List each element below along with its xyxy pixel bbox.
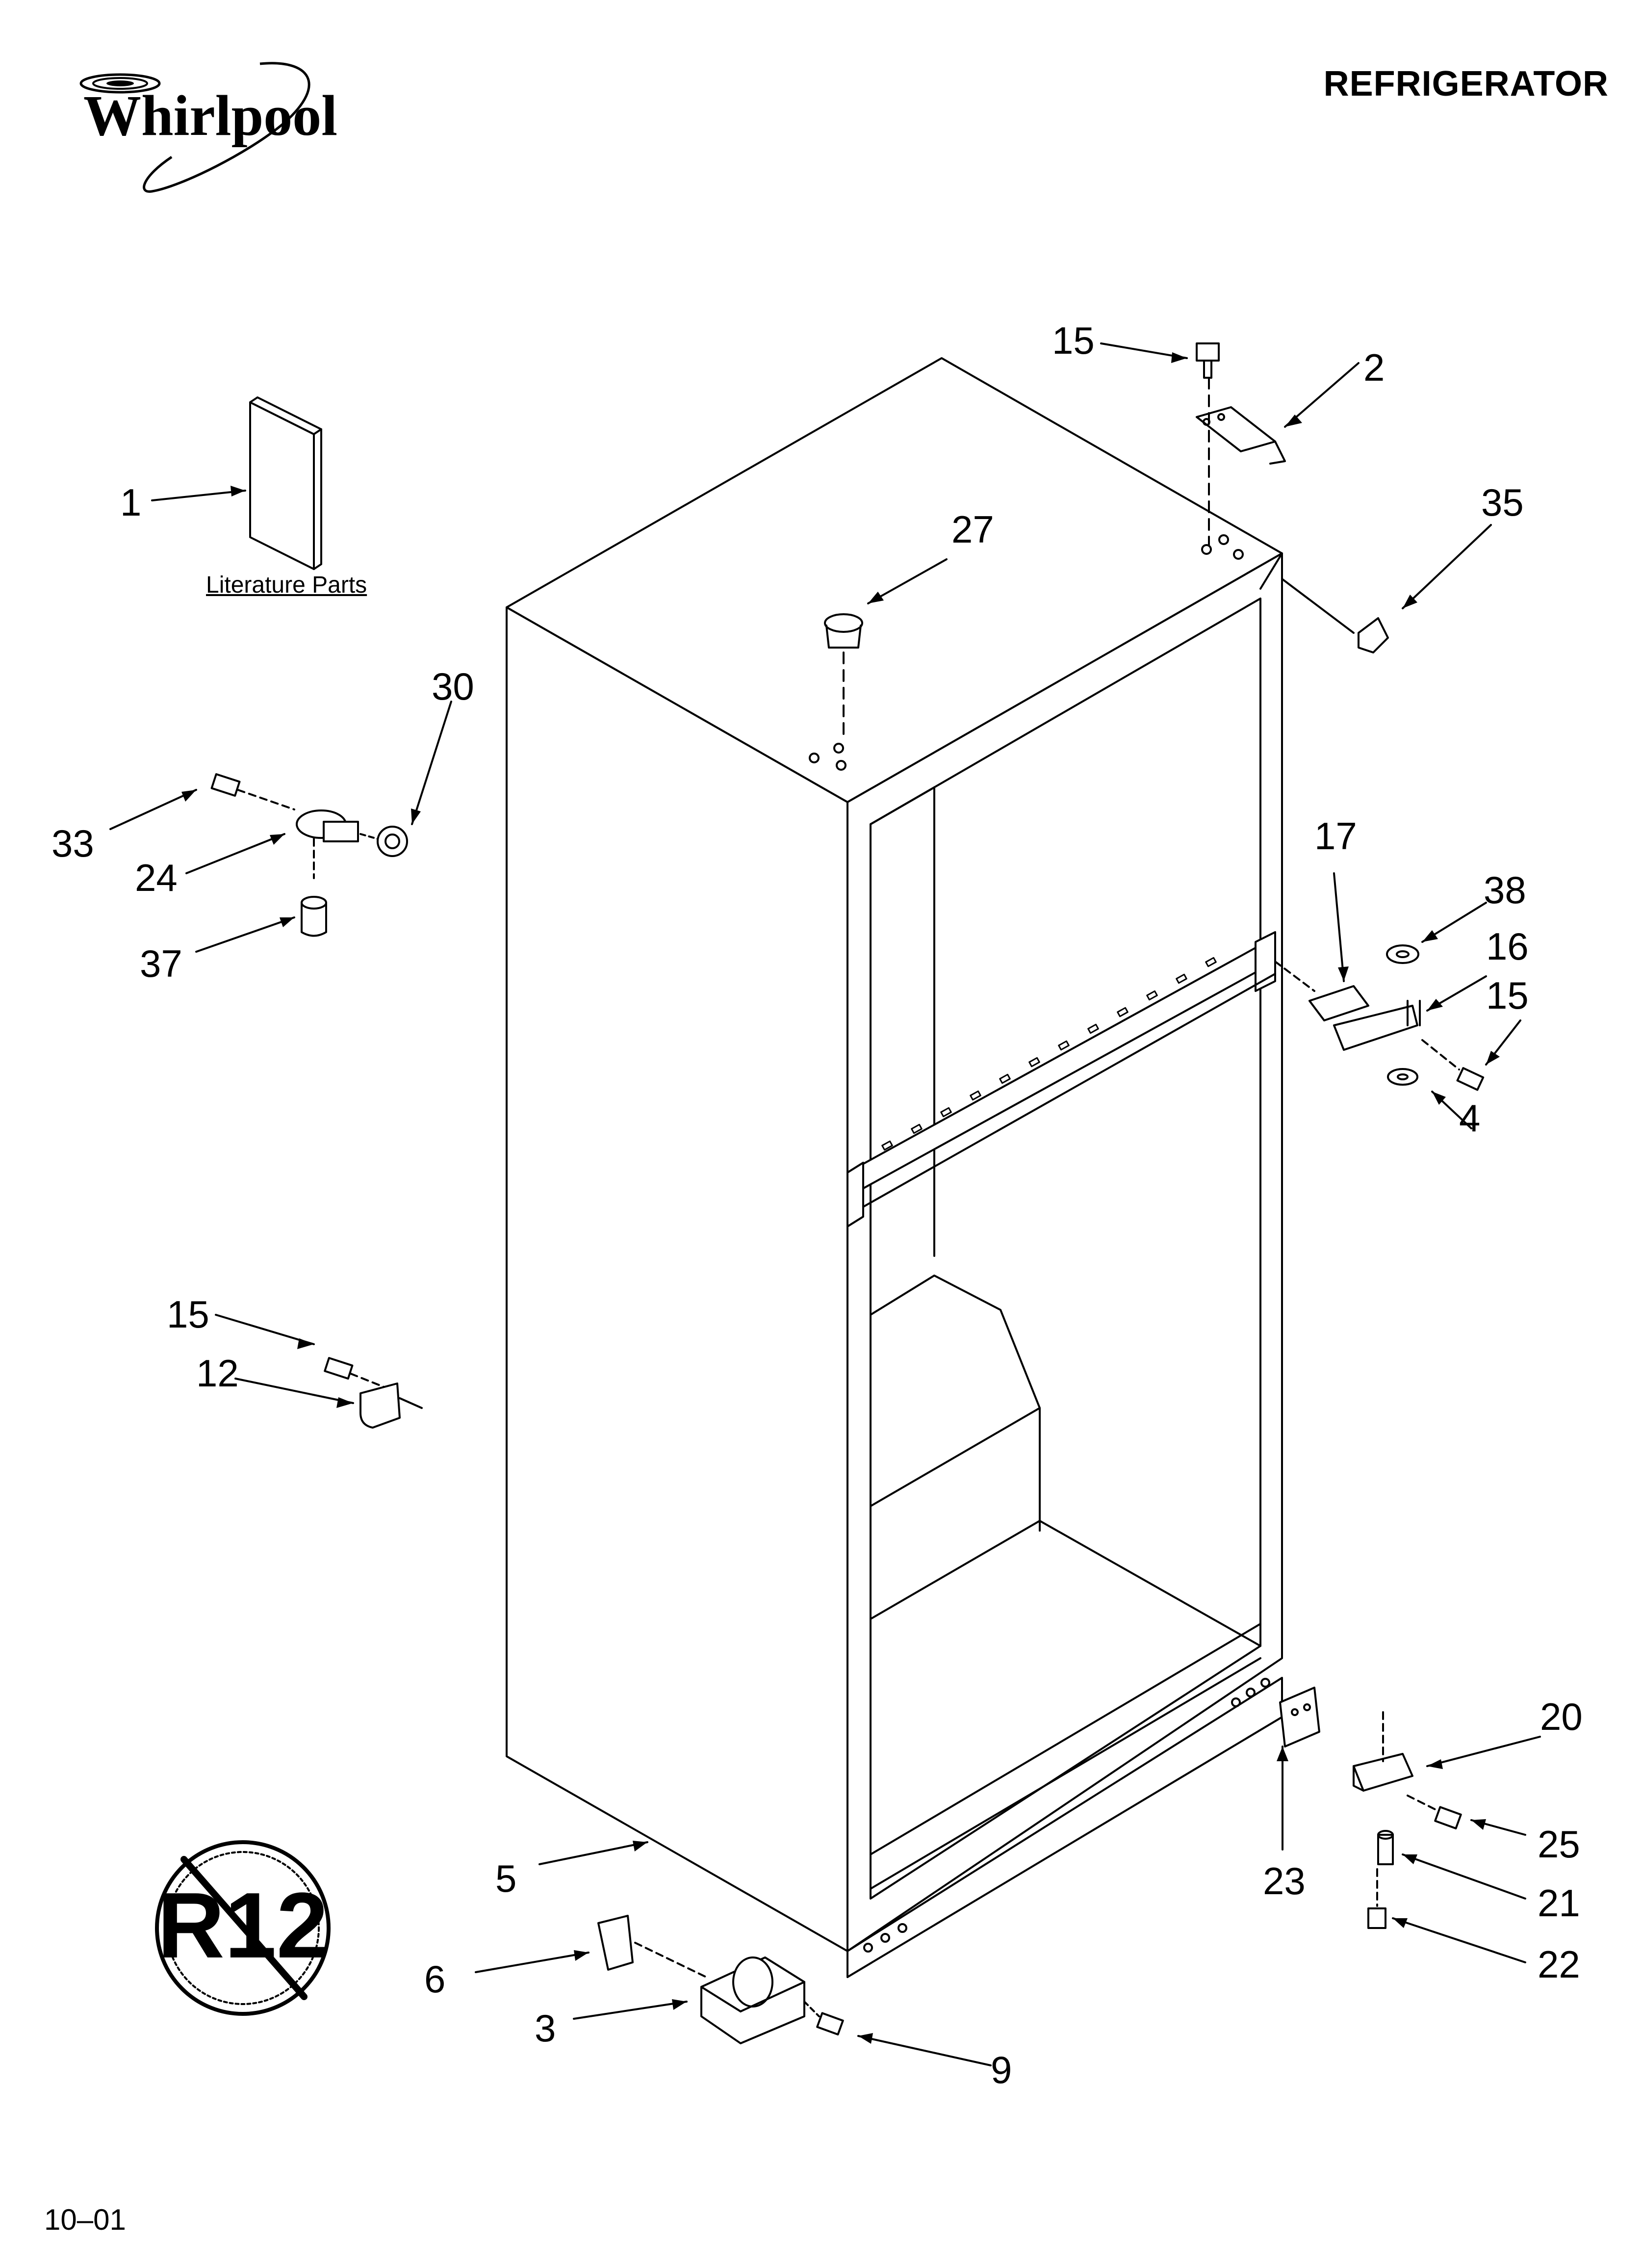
callout-4: 4	[1459, 1096, 1481, 1140]
cap-part-35	[1281, 578, 1389, 653]
callout-5: 5	[495, 1857, 517, 1900]
callout-27: 27	[951, 508, 994, 551]
no-r12-badge	[155, 1840, 331, 2016]
callout-15-left: 15	[167, 1293, 209, 1336]
literature-booklet-icon	[249, 396, 322, 570]
callout-22: 22	[1538, 1943, 1580, 1986]
callout-3: 3	[535, 2007, 556, 2050]
callout-16: 16	[1486, 925, 1529, 968]
callout-17: 17	[1314, 814, 1357, 858]
callout-30: 30	[432, 665, 474, 708]
callout-33: 33	[51, 822, 94, 865]
hinge-cover-part-12	[324, 1357, 423, 1429]
leveling-assembly	[597, 1915, 844, 2044]
callout-9: 9	[991, 2048, 1012, 2091]
callout-25: 25	[1538, 1823, 1580, 1866]
r12-badge-text: R12	[157, 1874, 329, 1978]
callout-1: 1	[120, 481, 142, 524]
callout-24: 24	[135, 856, 178, 899]
callout-12: 12	[196, 1352, 239, 1395]
top-hinge-part-2	[1196, 342, 1286, 546]
center-hinge-assembly	[1274, 944, 1485, 1091]
brand-logo: Whirlpool	[74, 54, 358, 204]
callout-15-right: 15	[1486, 974, 1529, 1017]
plug-part-27	[824, 613, 863, 742]
literature-parts-label: Literature Parts	[206, 572, 367, 598]
brand-name: Whirlpool	[83, 83, 337, 148]
callout-35: 35	[1481, 481, 1524, 524]
callout-21: 21	[1538, 1881, 1580, 1925]
cabinet-shell	[506, 357, 1283, 1978]
date-code: 10–01	[44, 2203, 126, 2236]
callout-20: 20	[1540, 1695, 1583, 1738]
callout-arrowheads	[181, 352, 1500, 2044]
upper-hinge-assembly	[210, 773, 408, 937]
callout-6: 6	[424, 1957, 446, 2001]
page-title: REFRIGERATOR	[1323, 64, 1609, 104]
callout-15-top: 15	[1052, 319, 1095, 362]
callout-38: 38	[1484, 868, 1526, 912]
lower-hinge-assembly	[1279, 1687, 1462, 1929]
callout-23: 23	[1263, 1859, 1306, 1903]
callout-37: 37	[140, 942, 182, 985]
callout-2: 2	[1363, 346, 1385, 389]
